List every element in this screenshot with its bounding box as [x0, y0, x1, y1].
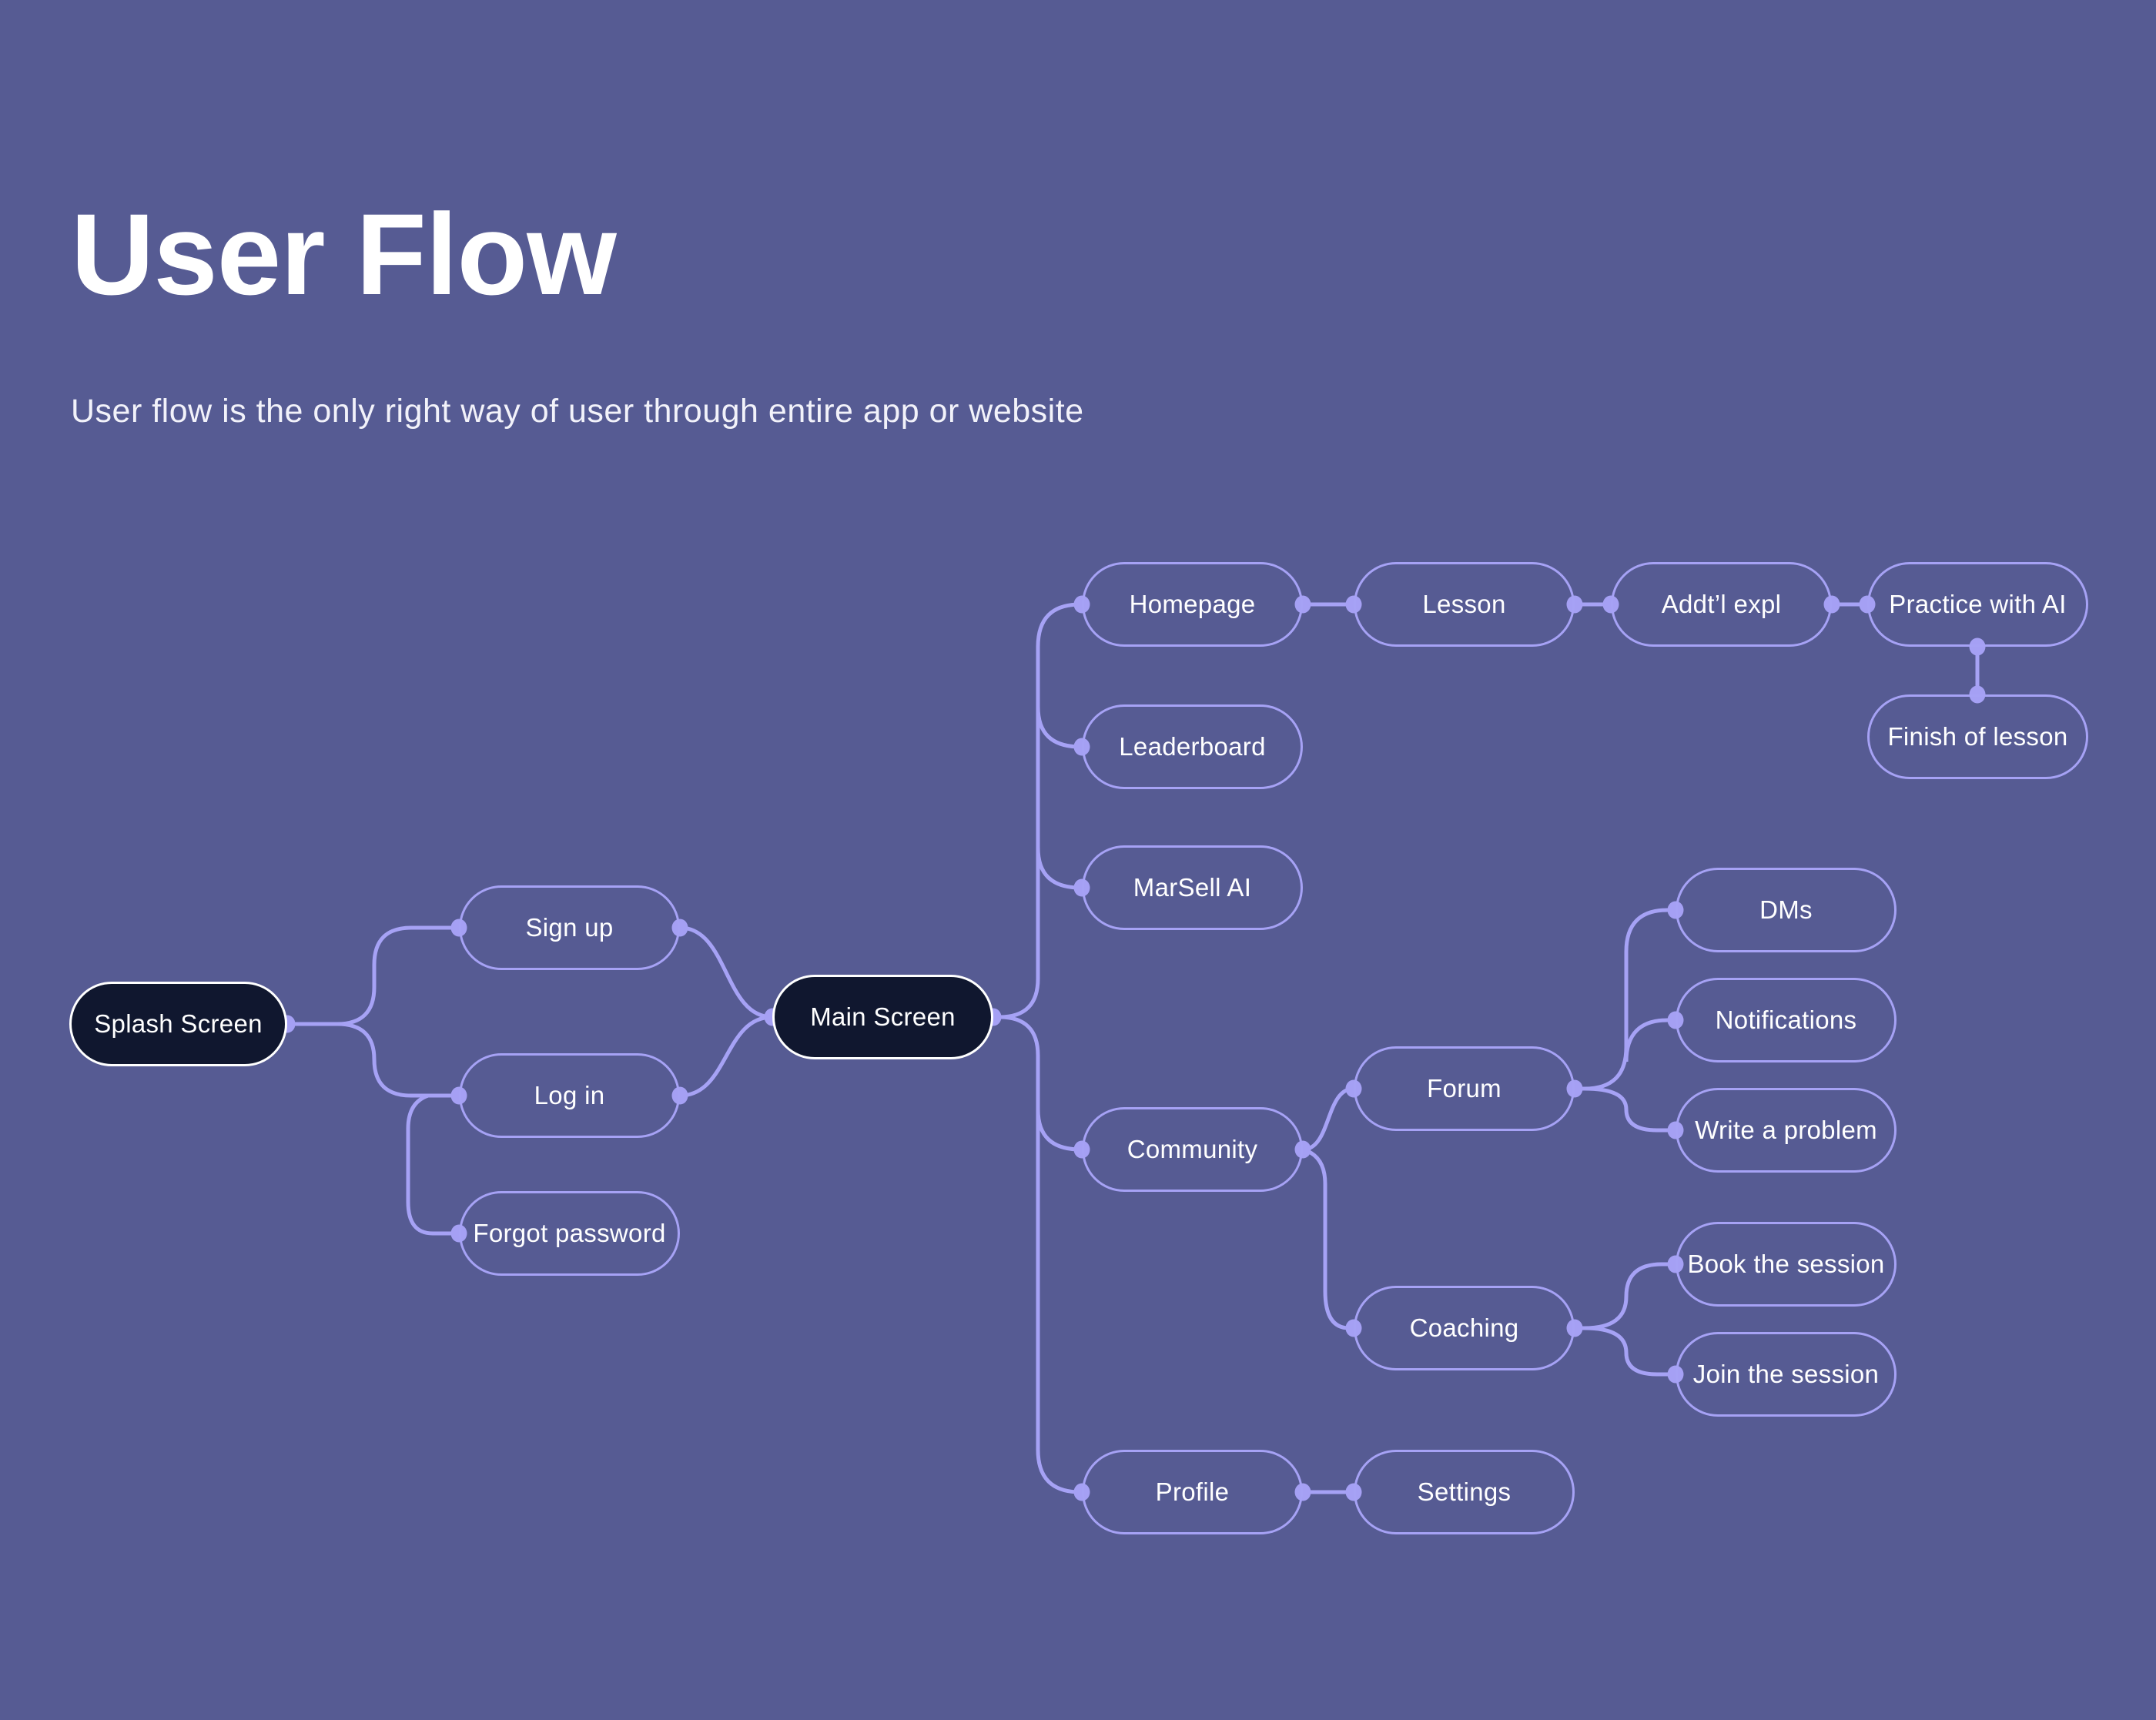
node-settings: Settings [1354, 1450, 1575, 1534]
node-label: Notifications [1715, 1006, 1857, 1034]
node-label: Sign up [525, 913, 614, 942]
edge-splash-to-login [287, 1022, 459, 1098]
node-lesson: Lesson [1354, 562, 1575, 647]
node-addtl-expl: Addt’l expl [1611, 562, 1832, 647]
node-join-the-session: Join the session [1676, 1332, 1897, 1417]
edge-main-to-leaderboard [1036, 706, 1082, 749]
node-practice-with-ai: Practice with AI [1867, 562, 2088, 647]
node-log-in: Log in [459, 1053, 680, 1138]
edge-main-to-marsell [1036, 847, 1082, 890]
edge-signup-to-main [679, 925, 773, 1019]
node-label: DMs [1759, 895, 1813, 924]
node-book-the-session: Book the session [1676, 1222, 1897, 1307]
node-coaching: Coaching [1354, 1286, 1575, 1370]
edge-forum-to-notifications [1624, 1018, 1676, 1062]
node-leaderboard: Leaderboard [1082, 704, 1303, 789]
edge-splash-to-signup [287, 925, 459, 1026]
node-community: Community [1082, 1107, 1303, 1192]
edge-login-to-main [679, 1015, 773, 1098]
edge-forum-to-write [1575, 1086, 1676, 1133]
node-label: Main Screen [810, 1002, 956, 1031]
node-label: Forum [1427, 1074, 1502, 1103]
edge-forum-to-dms [1575, 908, 1676, 1091]
edge-main-to-profile [993, 1015, 1082, 1494]
node-forum: Forum [1354, 1046, 1575, 1131]
edge-community-to-forum [1302, 1086, 1354, 1152]
node-label: Log in [534, 1081, 605, 1109]
node-dms: DMs [1676, 868, 1897, 952]
node-label: Profile [1155, 1477, 1230, 1506]
page-title: User Flow [71, 189, 617, 319]
edge-community-to-coaching [1302, 1147, 1354, 1330]
node-label: Finish of lesson [1887, 722, 2068, 751]
node-label: Splash Screen [94, 1009, 263, 1038]
node-homepage: Homepage [1082, 562, 1303, 647]
node-label: Homepage [1129, 590, 1256, 618]
node-write-a-problem: Write a problem [1676, 1088, 1897, 1173]
node-label: Community [1127, 1135, 1258, 1163]
node-splash-screen: Splash Screen [69, 982, 287, 1066]
node-label: MarSell AI [1133, 873, 1252, 902]
node-sign-up: Sign up [459, 885, 680, 970]
node-label: Leaderboard [1119, 732, 1266, 761]
node-profile: Profile [1082, 1450, 1303, 1534]
edge-login-to-forgot [406, 1093, 459, 1236]
page-subtitle: User flow is the only right way of user … [71, 393, 1084, 430]
edge-main-to-community [1036, 1109, 1082, 1152]
node-finish-of-lesson: Finish of lesson [1867, 694, 2088, 779]
node-label: Coaching [1409, 1313, 1519, 1342]
node-label: Write a problem [1695, 1116, 1877, 1144]
node-marsell-ai: MarSell AI [1082, 845, 1303, 930]
node-notifications: Notifications [1676, 978, 1897, 1062]
node-label: Forgot password [473, 1219, 666, 1247]
node-main-screen: Main Screen [772, 975, 993, 1059]
node-label: Book the session [1687, 1250, 1885, 1278]
node-label: Lesson [1422, 590, 1506, 618]
node-label: Settings [1417, 1477, 1512, 1506]
node-label: Join the session [1692, 1360, 1880, 1388]
edge-coaching-to-join [1575, 1326, 1676, 1377]
edge-coaching-to-book [1575, 1262, 1676, 1330]
node-label: Practice with AI [1889, 590, 2067, 618]
node-forgot-password: Forgot password [459, 1191, 680, 1276]
node-label: Addt’l expl [1661, 590, 1782, 618]
edge-main-to-homepage [993, 602, 1082, 1019]
connection-dot [1969, 637, 1986, 656]
